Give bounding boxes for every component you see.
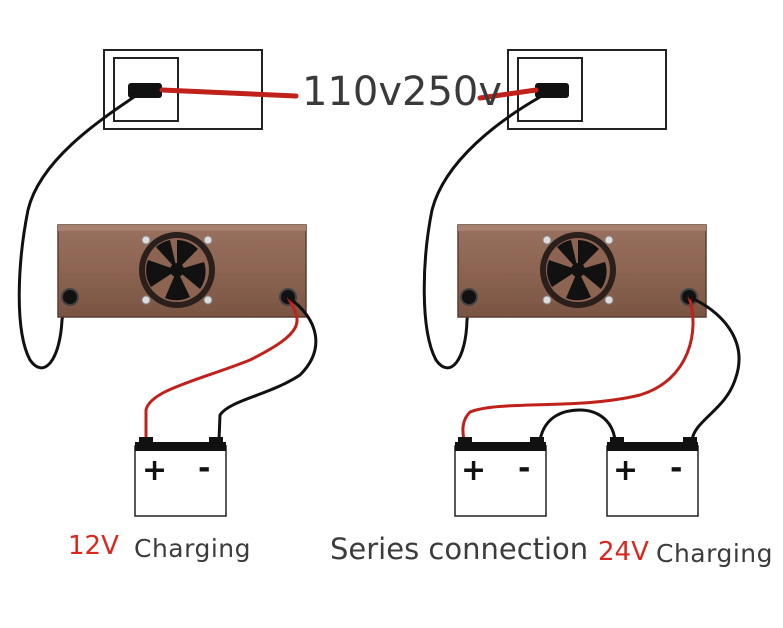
- right-charging-label: Charging: [656, 539, 773, 568]
- right-mains-lead: [477, 87, 539, 101]
- right-positive-lead: [461, 296, 695, 441]
- right-charger: [457, 224, 707, 318]
- right-battery-1-negative-sign: -: [518, 451, 531, 486]
- left-battery-positive-sign: +: [142, 453, 168, 488]
- left-fan-icon: [139, 232, 215, 308]
- left-voltage-label: 12V: [68, 531, 119, 561]
- right-battery-1-positive-sign: +: [461, 453, 487, 488]
- left-negative-lead: [217, 295, 318, 441]
- right-voltage-label: 24V: [598, 537, 649, 567]
- left-charging-label: Charging: [134, 534, 251, 563]
- left-charger: [57, 224, 307, 318]
- series-jumper: [538, 408, 617, 441]
- right-negative-lead: [688, 295, 741, 441]
- left-wall-outlet: [103, 49, 263, 130]
- right-power-cord: [422, 95, 541, 370]
- left-battery-negative-sign: -: [198, 451, 211, 486]
- left-positive-lead: [144, 296, 299, 440]
- right-battery-1: [454, 437, 547, 517]
- left-battery: [134, 437, 227, 517]
- right-battery-2: [606, 437, 699, 517]
- left-power-cord: [17, 95, 135, 370]
- left-mains-lead: [159, 87, 299, 99]
- right-battery-2-positive-sign: +: [613, 453, 639, 488]
- right-fan-icon: [540, 232, 616, 308]
- series-connection-label: Series connection: [330, 532, 589, 566]
- input-voltage-label: 110v250v: [302, 69, 503, 115]
- right-battery-2-negative-sign: -: [670, 451, 683, 486]
